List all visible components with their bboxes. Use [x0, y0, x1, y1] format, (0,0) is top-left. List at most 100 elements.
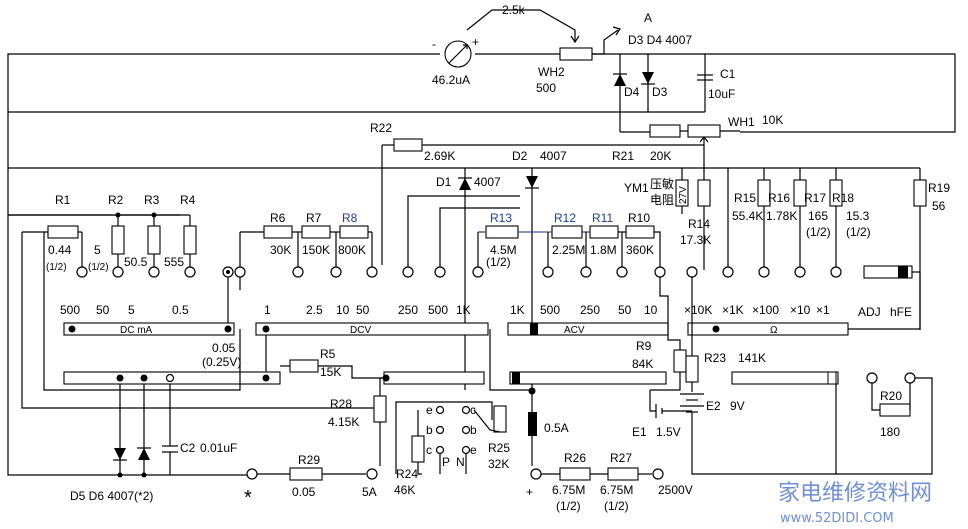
lower-bar-right: [509, 371, 667, 385]
d2-name: D2: [512, 149, 528, 163]
dcma-shunts: R1 0.44 (1/2) R2 5 (1/2) R3 50.5 R4 555: [8, 193, 381, 420]
r2-val: 5: [94, 243, 101, 257]
r4-val: 555: [164, 255, 184, 269]
ohm-range-2: ×100: [752, 303, 779, 317]
bottom-diodes: D5 D6 4007(*2): [70, 489, 153, 503]
pin-c-2: c: [426, 443, 432, 457]
r18-val: 15.3: [846, 209, 870, 223]
r18-name: R18: [832, 191, 854, 205]
r21-val: 20K: [650, 149, 671, 163]
r-wh1-b: [687, 124, 721, 138]
d5-icon: [114, 448, 126, 460]
acv-range-4: 10: [644, 303, 658, 317]
r14-val: 17.3K: [680, 233, 711, 247]
r29-name: R29: [298, 453, 320, 467]
wh1-name: WH1: [728, 115, 755, 129]
acv-range-2: 250: [580, 303, 600, 317]
fuse-icon: [528, 412, 537, 436]
dcma-range-0: 500: [60, 303, 80, 317]
r6-val: 30K: [270, 243, 291, 257]
watermark-url: www.52DIDI.COM: [780, 511, 894, 526]
r10-name: R10: [628, 211, 650, 225]
plus-terminal-label: +: [526, 485, 533, 499]
r19-resistor: [913, 179, 927, 207]
wh1-section: WH1 10K: [649, 113, 783, 168]
r6-resistor: [263, 225, 293, 239]
ym1-text2: 电阻: [650, 193, 674, 207]
r28-val: 4.15K: [328, 415, 359, 429]
switch-bars: DC mA DCV ACV Ω: [63, 265, 921, 395]
dcv-resistors: R6 30K R7 150K R8 800K: [239, 211, 373, 270]
ohm-range-4: ×1: [816, 303, 830, 317]
hfe-switch: e c b b c e P N R25 32K R24 46K: [394, 401, 510, 497]
dcma-bar: [63, 322, 235, 336]
r9-val: 84K: [632, 357, 653, 371]
low-range-sub: (0.25V): [202, 355, 241, 369]
hfe-label: hFE: [890, 305, 912, 319]
watermark: 家电维修资料网 www.52DIDI.COM: [778, 481, 932, 526]
acv-resistors: R13 4.5M (1/2) R12 2.25M R11 1.8M R10 36…: [407, 195, 661, 270]
wh2-value: 500: [536, 81, 556, 95]
r3-name: R3: [144, 193, 160, 207]
r20-val: 180: [880, 425, 900, 439]
r7-val: 150K: [302, 243, 330, 257]
c1-label: C1: [720, 67, 736, 81]
e1-name: E1: [632, 425, 647, 439]
r5-val: 15K: [320, 365, 341, 379]
fuse-batteries: 0.5A R26 6.75M (1/2) R27 6.75M (1/2) + R…: [489, 277, 837, 513]
d3-d4-c1: D4 D3 C1 10uF: [613, 54, 736, 133]
r27-name: R27: [610, 451, 632, 465]
r12-val: 2.25M: [552, 243, 585, 257]
r25-val: 32K: [488, 457, 509, 471]
r7-name: R7: [306, 211, 322, 225]
r20-resistor: [879, 403, 911, 417]
low-range-val: 0.05: [212, 341, 236, 355]
meter-plus: +: [472, 35, 479, 49]
r22-val: 2.69K: [424, 149, 455, 163]
range-terminals: [76, 266, 842, 278]
r13-sub: (1/2): [486, 255, 511, 269]
r1-resistor: [47, 225, 79, 239]
d4-label: D4: [624, 85, 640, 99]
r24-name: R24: [396, 467, 418, 481]
r8-name: R8: [342, 211, 358, 225]
r13-val: 4.5M: [490, 243, 517, 257]
meter-label: 46.2uA: [432, 73, 470, 87]
wh2-label: WH2: [538, 65, 565, 79]
pot-wh2: 2.5k WH2 500 A D3 D4 4007: [466, 3, 692, 95]
r20-section: R20 180: [836, 372, 933, 475]
dcv-bar: [255, 322, 489, 336]
r3-val: 50.5: [124, 255, 148, 269]
r25-name: R25: [488, 441, 510, 455]
r22-r21: R22 2.69K R21 20K: [370, 121, 704, 265]
r26-name: R26: [564, 451, 586, 465]
r24-val: 46K: [394, 483, 415, 497]
r6-name: R6: [270, 211, 286, 225]
r17-val: 165: [808, 209, 828, 223]
r14-resistor: [697, 179, 711, 207]
acv-range-3: 50: [618, 303, 632, 317]
meter-minus: -: [432, 37, 436, 51]
r28-5a: R28 4.15K R29 0.05: [246, 377, 387, 499]
pot-value: 2.5k: [502, 3, 526, 17]
r2-name: R2: [108, 193, 124, 207]
r15-val: 55.4K: [732, 209, 763, 223]
c2-val: 0.01uF: [200, 441, 237, 455]
d4-icon: [614, 74, 626, 86]
pin-e-1: e: [426, 403, 433, 417]
r11-name: R11: [592, 211, 613, 225]
dcma-range-2: 5: [128, 303, 135, 317]
ym1-text1: 压敏: [650, 176, 674, 191]
d1-val: 4007: [474, 175, 501, 189]
r5-name: R5: [320, 347, 336, 361]
dcma-range-1: 50: [96, 303, 110, 317]
r9-resistor: [673, 349, 687, 373]
r23-resistor: [685, 355, 699, 383]
r26-resistor: [559, 467, 591, 481]
r7-resistor: [301, 225, 331, 239]
dcv-range-4: 250: [398, 303, 418, 317]
dcv-range-6: 1K: [456, 303, 471, 317]
node-a: A: [644, 11, 652, 25]
r5-resistor: [289, 359, 319, 373]
